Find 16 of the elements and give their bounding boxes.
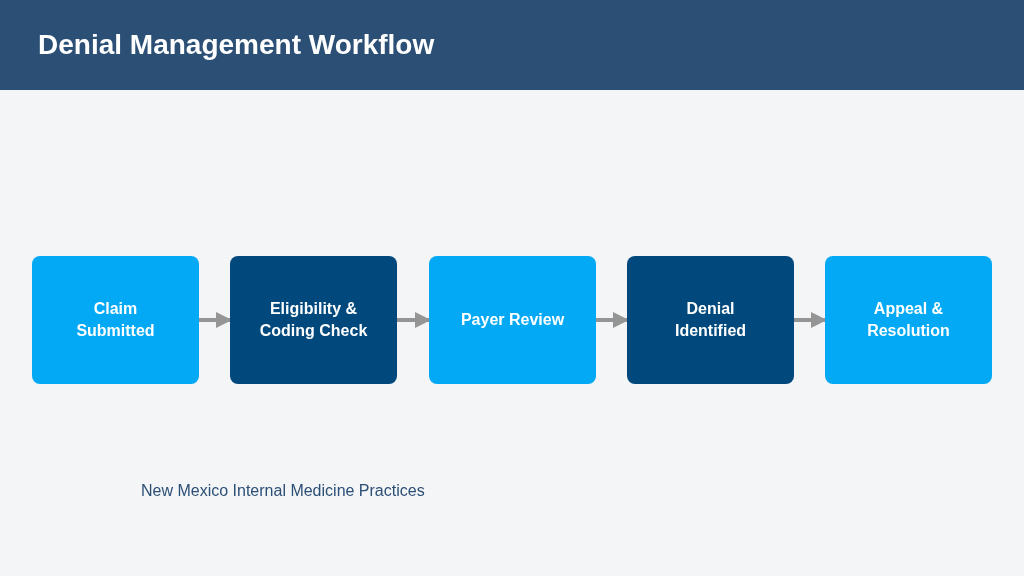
process-box: [230, 256, 397, 384]
process-box: [32, 256, 199, 384]
box-label: Denial Identified: [673, 299, 748, 341]
box-label: Eligibility & Coding Check: [258, 299, 369, 341]
box-label: Payer Review: [460, 310, 565, 330]
process-box: [825, 256, 992, 384]
process-box: [429, 256, 596, 384]
arrow: [199, 312, 232, 328]
title: Denial Management Workflow: [38, 28, 435, 62]
arrow: [397, 312, 431, 328]
arrow: [794, 312, 827, 328]
arrow: [596, 312, 629, 328]
box-label: Claim Submitted: [75, 299, 156, 341]
footer-text: New Mexico Internal Medicine Practices: [141, 481, 425, 501]
process-box: [627, 256, 794, 384]
box-label: Appeal & Resolution: [866, 299, 951, 341]
